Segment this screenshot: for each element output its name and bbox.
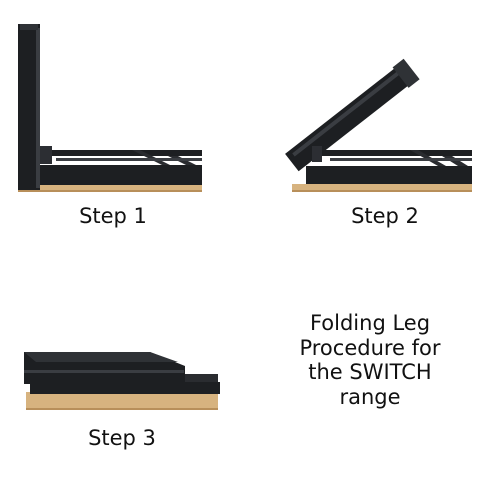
wood-base-edge (18, 190, 202, 192)
caption-line: the SWITCH (308, 360, 432, 384)
hinge (312, 146, 322, 162)
frame-top-rail (38, 150, 202, 156)
step-2-label: Step 2 (351, 204, 419, 228)
frame-strut (132, 150, 170, 165)
hinge (40, 146, 52, 164)
procedure-caption: Folding Leg Procedure for the SWITCH ran… (270, 311, 470, 409)
wood-base (18, 184, 202, 192)
folded-leg-edge (24, 370, 184, 373)
caption-line: Procedure for (299, 335, 441, 360)
step-3-label: Step 3 (88, 426, 156, 450)
wood-base-edge (26, 408, 218, 410)
frame-bottom-inner (180, 374, 218, 382)
caption-line: Folding Leg (309, 311, 431, 335)
frame-bottom-rail (306, 166, 472, 184)
frame-bottom (30, 382, 220, 394)
upright-leg (18, 24, 40, 190)
caption-line: range (339, 384, 401, 409)
frame-inner-rail (330, 158, 472, 161)
frame-inner-rail (56, 158, 202, 161)
upright-leg-cap (20, 24, 38, 30)
frame-bottom-rail (38, 165, 202, 185)
step-1-label: Step 1 (79, 204, 147, 228)
folded-leg-top (24, 352, 178, 362)
step-3-illustration (24, 352, 220, 410)
wood-base (26, 392, 218, 410)
frame-top-rail (310, 150, 472, 156)
wood-base-edge (292, 190, 472, 192)
upright-leg-edge (36, 28, 40, 188)
tilted-leg (285, 58, 420, 172)
step-2-illustration (285, 58, 472, 192)
step-1-illustration (18, 24, 202, 192)
wood-base (292, 184, 472, 192)
